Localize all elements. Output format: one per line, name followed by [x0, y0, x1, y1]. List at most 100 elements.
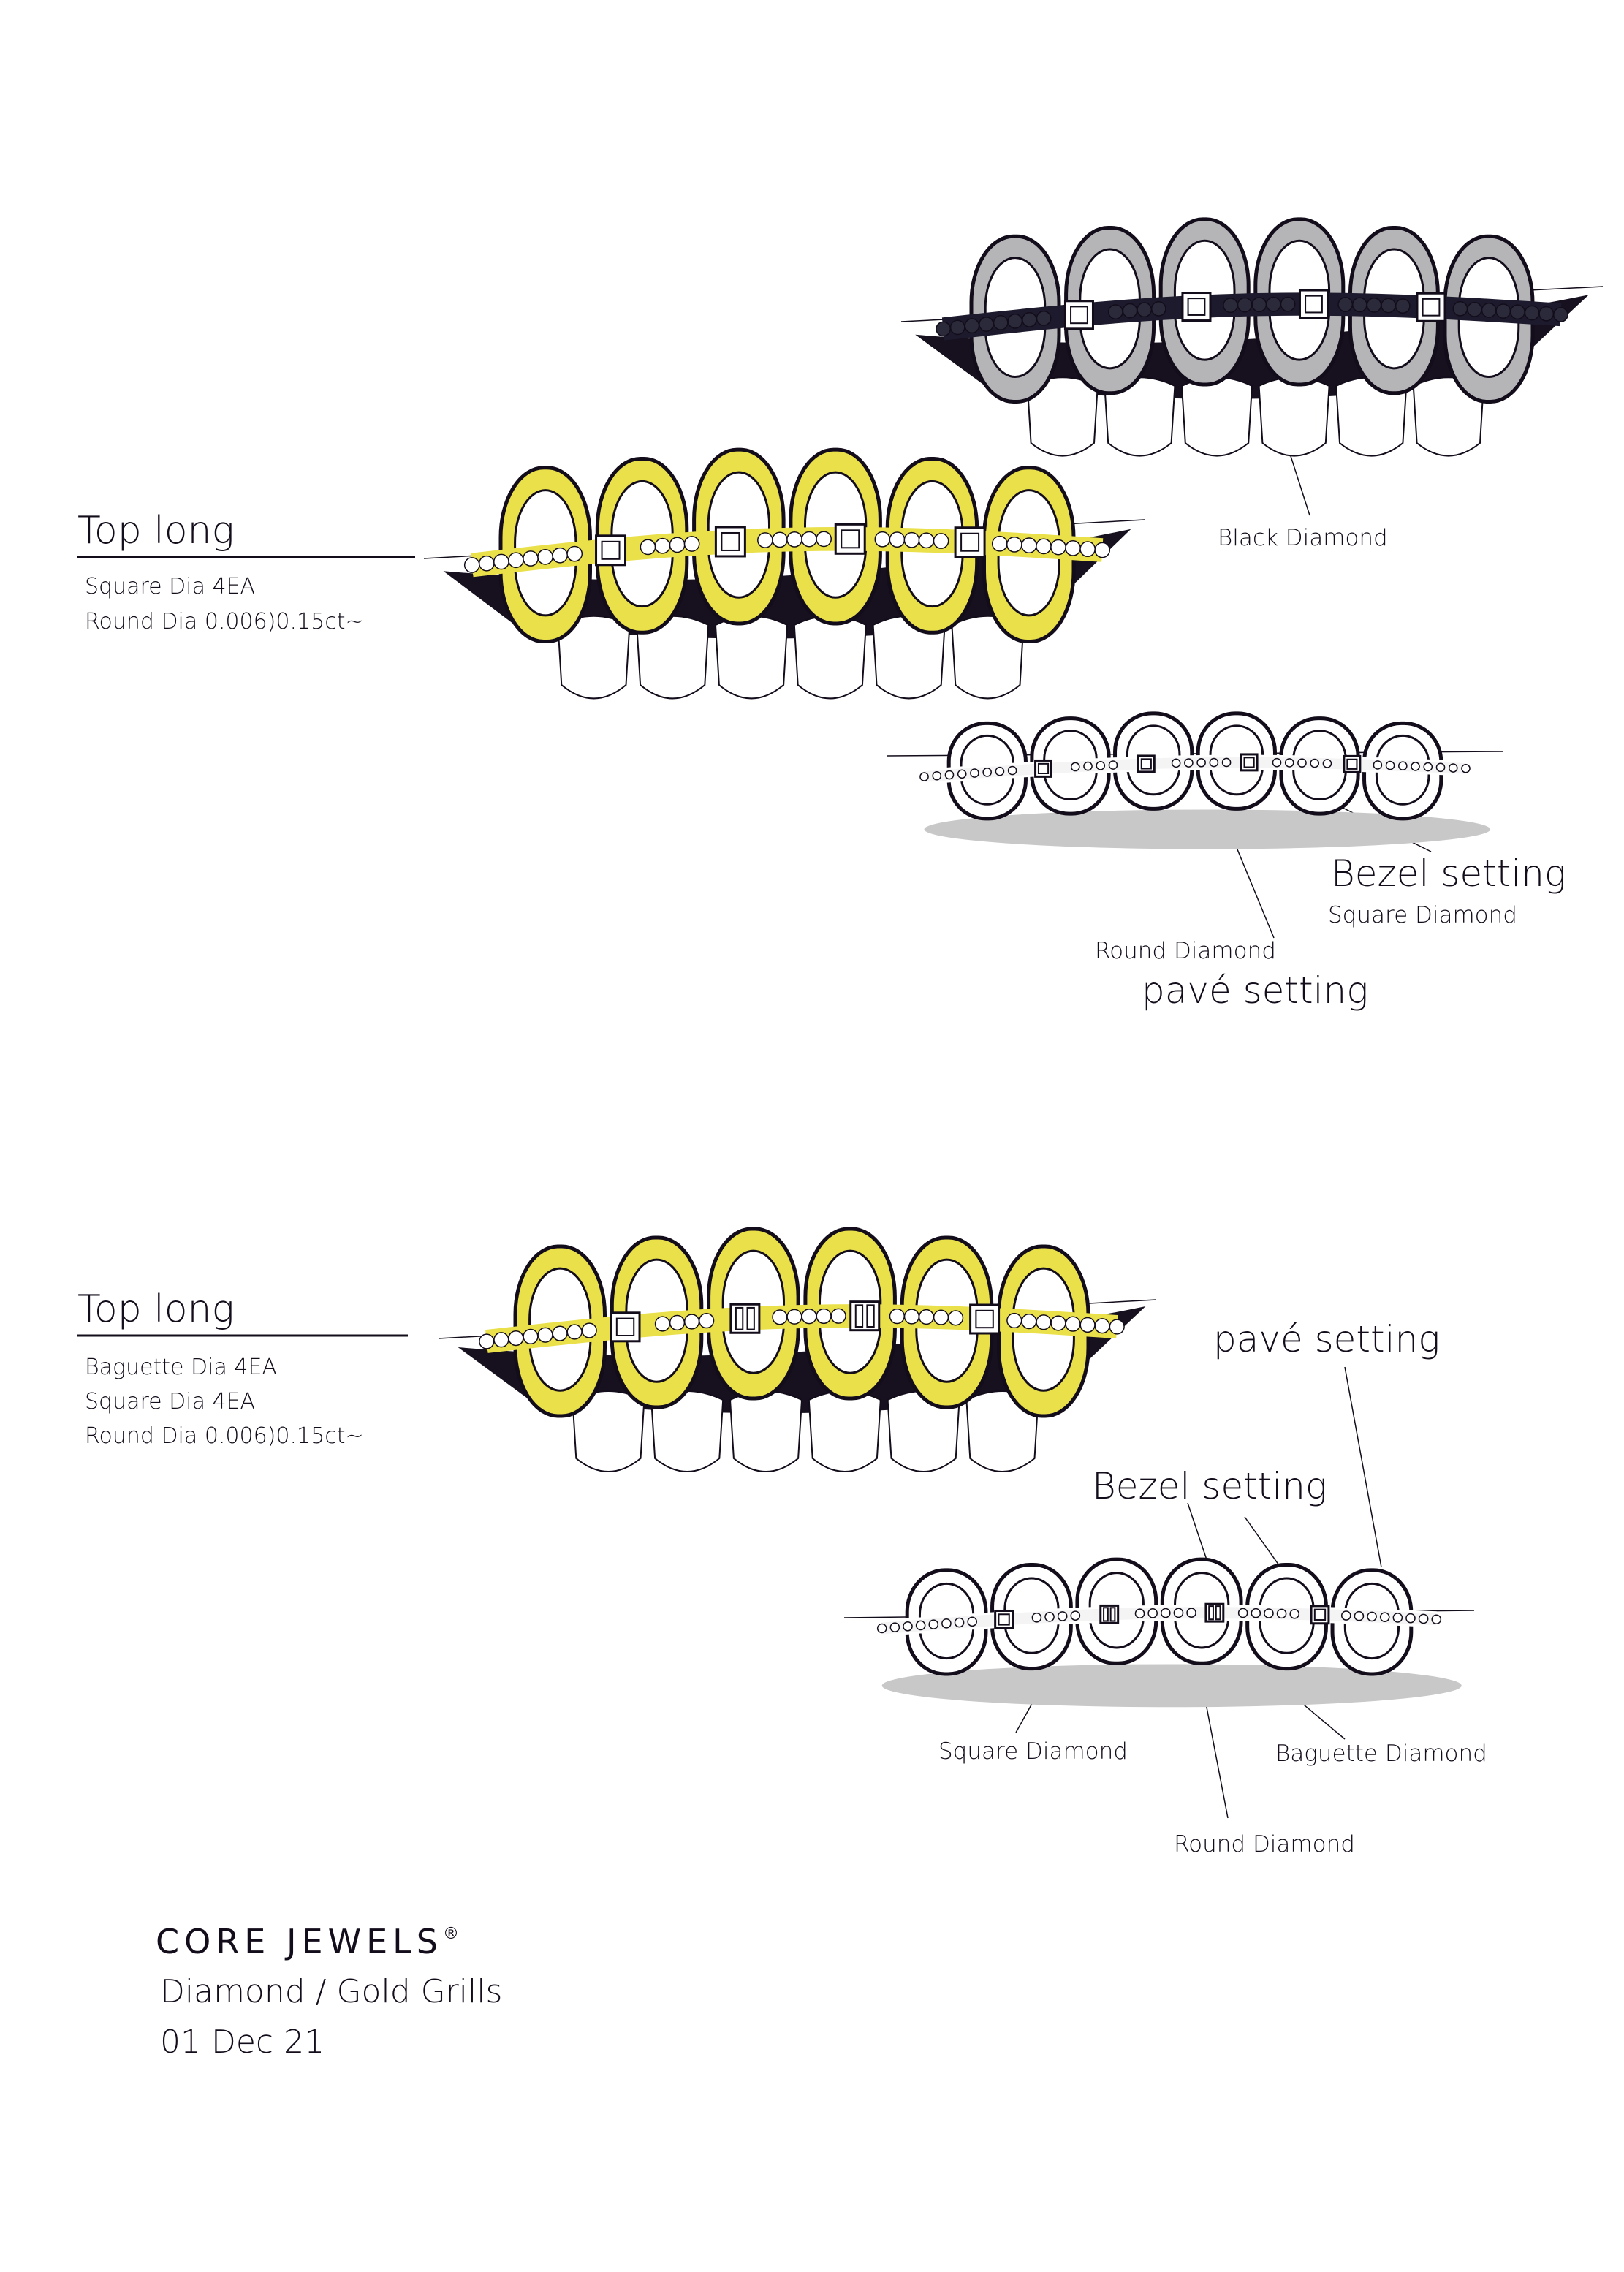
round-diamond — [1452, 300, 1468, 317]
bezel-setting — [729, 1303, 761, 1334]
round-diamond — [1366, 297, 1382, 313]
round-diamond — [537, 548, 553, 565]
baguette-diamond-label: Baguette Diamond — [1275, 1741, 1487, 1767]
round-diamond — [967, 1616, 978, 1627]
lower-tooth — [1335, 376, 1408, 457]
round-diamond — [1021, 537, 1037, 553]
round-diamond — [801, 1309, 817, 1325]
round-diamond — [523, 1328, 539, 1345]
round-diamond — [933, 1309, 949, 1325]
lower-tooth — [1180, 376, 1253, 457]
gold-grill-2 — [458, 1227, 1146, 1472]
square-diamond — [1070, 306, 1088, 325]
round-diamond — [1108, 760, 1118, 770]
bezel-setting — [595, 534, 627, 567]
lower-tooth — [965, 1390, 1039, 1472]
grill-shadow — [924, 809, 1491, 849]
round-diamond — [1184, 758, 1194, 768]
round-diamond — [1021, 1313, 1037, 1330]
round-diamond — [1373, 760, 1383, 770]
round-diamond — [1395, 298, 1411, 314]
round-diamond — [1398, 761, 1408, 771]
round-diamond — [1431, 1614, 1442, 1625]
round-diamond — [1065, 1316, 1081, 1332]
round-diamond — [1006, 537, 1022, 553]
round-diamond — [640, 539, 656, 556]
bezel-setting-label: Bezel setting — [1331, 852, 1566, 895]
round-diamond — [1461, 763, 1471, 773]
round-diamond — [1022, 311, 1037, 327]
round-diamond — [1036, 538, 1052, 555]
round-diamond — [1310, 758, 1320, 768]
round-diamond — [581, 1322, 597, 1338]
round-diamond — [1379, 1612, 1390, 1622]
round-diamond — [1418, 1613, 1429, 1624]
round-diamond — [1147, 1608, 1158, 1618]
square-diamond — [960, 532, 980, 552]
round-diamond — [957, 769, 967, 779]
round-diamond — [1137, 302, 1153, 318]
round-diamond — [786, 531, 802, 548]
lower-tooth — [872, 615, 946, 700]
pave-leader-2 — [1344, 1366, 1382, 1568]
bezel-setting — [834, 523, 866, 555]
round-diamond — [1186, 1608, 1196, 1618]
round-diamond — [1006, 1312, 1022, 1329]
lower-tooth — [808, 1390, 881, 1472]
square-diamond — [721, 531, 740, 551]
round-diamond — [889, 1309, 905, 1325]
baguette-diamond — [854, 1304, 864, 1328]
round-diamond — [979, 317, 994, 332]
lower-tooth — [1258, 376, 1330, 457]
round-diamond — [552, 547, 569, 564]
round-diamond — [1351, 297, 1367, 313]
round-diamond — [830, 1308, 846, 1324]
sheet2-title: Top long — [77, 1287, 235, 1331]
round-diamond — [478, 555, 495, 572]
gold-grill-1 — [443, 447, 1131, 700]
baguette-diamond — [746, 1306, 755, 1330]
round-diamond — [523, 550, 539, 567]
sheet-date: 01 Dec 21 — [160, 2023, 325, 2061]
round-diamond — [1435, 762, 1446, 773]
round-diamond — [1423, 762, 1433, 772]
round-diamond — [1134, 1608, 1145, 1618]
round-diamond — [1237, 1608, 1248, 1618]
lower-tooth — [951, 615, 1025, 700]
round-diamond — [1385, 760, 1395, 770]
sheet2-spec: Baguette Dia 4EA — [85, 1355, 277, 1380]
round-diamond — [654, 537, 671, 554]
square-diamond-label: Square Diamond — [938, 1738, 1128, 1765]
round-diamond — [1007, 765, 1017, 776]
round-diamond — [995, 766, 1005, 776]
round-diamond — [1057, 1611, 1068, 1621]
round-diamond — [1094, 1318, 1110, 1334]
round-diamond — [874, 531, 891, 548]
lower-tooth — [887, 1390, 960, 1472]
square-diamond — [601, 540, 621, 560]
round-diamond — [1150, 301, 1166, 317]
brand-text: CORE JEWELS — [156, 1922, 443, 1961]
round-diamond — [816, 1308, 832, 1325]
round-diamond — [876, 1623, 887, 1634]
square-diamond — [1037, 762, 1050, 775]
round-diamond — [964, 318, 980, 334]
round-diamond — [947, 1310, 964, 1326]
baguette-diamond — [866, 1304, 875, 1328]
round-diamond — [1272, 757, 1282, 768]
round-diamond — [1297, 758, 1307, 768]
round-diamond — [1196, 757, 1206, 768]
square-diamond — [1243, 757, 1255, 768]
round-diamond — [654, 1316, 671, 1332]
sheet1-title: Top long — [77, 509, 235, 553]
baguette-diamond — [1103, 1607, 1109, 1622]
round-diamond — [566, 545, 583, 562]
round-diamond — [566, 1324, 583, 1340]
round-diamond — [1553, 307, 1568, 322]
round-diamond — [1405, 1613, 1416, 1624]
round-diamond — [928, 1619, 939, 1629]
square-diamond — [1305, 295, 1323, 314]
round-diamond — [1411, 762, 1420, 771]
round-diamond — [1284, 758, 1294, 768]
bezel-setting-label: Bezel setting — [1092, 1465, 1327, 1507]
